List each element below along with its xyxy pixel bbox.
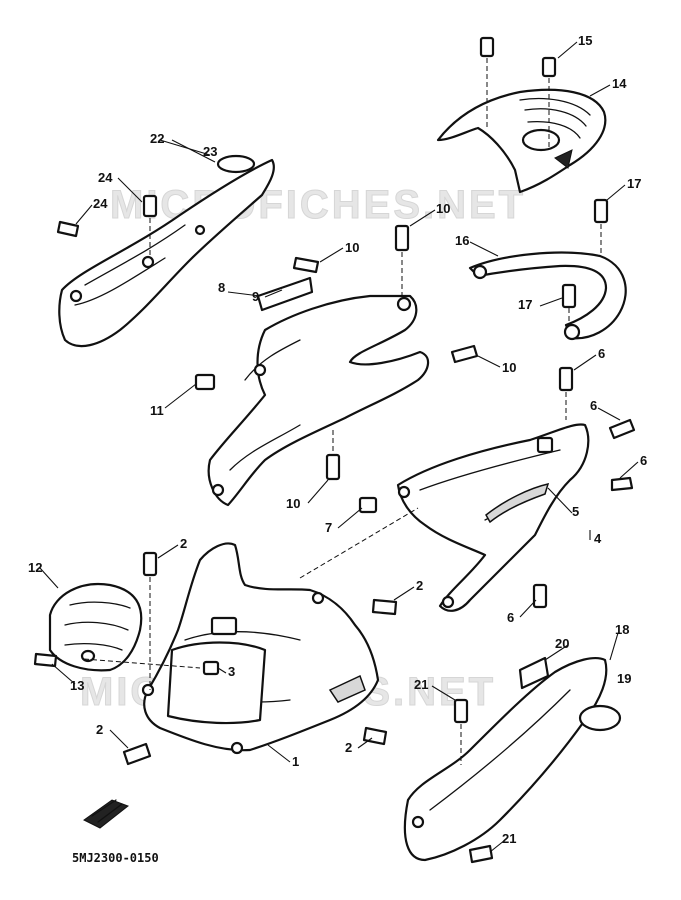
callout-8: 8: [218, 280, 225, 295]
callout-5: 5: [572, 504, 579, 519]
callout-15: 15: [578, 33, 592, 48]
part-18-lower-fairing[interactable]: [403, 656, 622, 862]
part-5-side-cover-right[interactable]: [396, 423, 590, 612]
callout-12: 12: [28, 560, 42, 575]
callout-3: 3: [228, 664, 235, 679]
callout-13: 13: [70, 678, 84, 693]
part-13-grommet: [80, 649, 96, 663]
callout-2-right: 2: [416, 578, 423, 593]
part-6-bolt[interactable]: [532, 366, 636, 609]
callout-4: 4: [594, 531, 602, 546]
part-3-clip[interactable]: [202, 660, 220, 676]
callout-2-bottom: 2: [345, 740, 352, 755]
part-17-bolt[interactable]: [561, 198, 609, 326]
callout-1: 1: [292, 754, 299, 769]
callout-6-top: 6: [598, 346, 605, 361]
callout-6-far-right: 6: [640, 453, 647, 468]
callout-6-bottom: 6: [507, 610, 514, 625]
callout-10-left: 10: [345, 240, 359, 255]
diagram-code: 5MJ2300-0150: [72, 851, 159, 865]
callout-10-right: 10: [502, 360, 516, 375]
part-11-clip[interactable]: [194, 373, 216, 391]
callout-21-bottom: 21: [502, 831, 516, 846]
part-14-tail-cover[interactable]: [436, 88, 607, 194]
callout-23: 23: [203, 144, 217, 159]
part-10-bolt[interactable]: [292, 224, 479, 481]
callout-19: 19: [617, 671, 631, 686]
callout-18: 18: [615, 622, 629, 637]
callout-11: 11: [150, 403, 164, 418]
callout-24-bottom: 24: [93, 196, 108, 211]
callout-17-bottom: 17: [518, 297, 532, 312]
callout-17-top: 17: [627, 176, 641, 191]
callout-labels: 15 14 17 16 17 10 10 10 10 11 22 23 24 2…: [28, 33, 647, 846]
part-21-bolt[interactable]: [453, 698, 494, 864]
callout-14: 14: [612, 76, 627, 91]
callout-10-top: 10: [436, 201, 450, 216]
part-16-grab-bar[interactable]: [468, 251, 627, 341]
callout-9: 9: [252, 289, 259, 304]
part-2-bolt[interactable]: [122, 551, 398, 766]
part-12-grille-panel[interactable]: [48, 582, 143, 672]
part-24-bolt[interactable]: [56, 194, 158, 258]
callout-20: 20: [555, 636, 569, 651]
leader-lines: [39, 41, 639, 853]
part-15-bolt[interactable]: [479, 36, 557, 150]
part-22-side-panel-left[interactable]: [58, 158, 275, 348]
callout-24-top: 24: [98, 170, 113, 185]
front-arrow-icon: [83, 799, 130, 829]
callout-22: 22: [150, 131, 164, 146]
callout-10-bottom: 10: [286, 496, 300, 511]
callout-16: 16: [455, 233, 469, 248]
callout-6-right: 6: [590, 398, 597, 413]
part-7-clip[interactable]: [358, 496, 378, 514]
callout-2-top: 2: [180, 536, 187, 551]
part-8-9-center-cowl[interactable]: [207, 276, 430, 507]
callout-7: 7: [325, 520, 332, 535]
part-1-front-cowl[interactable]: [141, 542, 380, 755]
part-23-emblem[interactable]: [216, 154, 256, 174]
part-20-emblem[interactable]: [518, 656, 550, 690]
callout-2-left: 2: [96, 722, 103, 737]
callout-21-top: 21: [414, 677, 428, 692]
